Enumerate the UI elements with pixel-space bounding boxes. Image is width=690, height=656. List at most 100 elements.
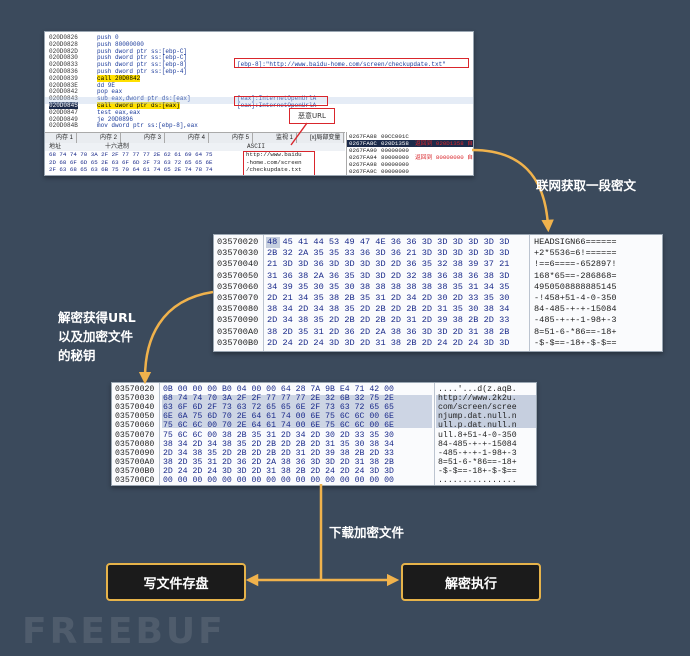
hex-bytes: 34 39 35 30 35 30 38 38 38 38 38 38 35 3…	[267, 281, 510, 292]
disasm-address: 020D082D	[49, 47, 78, 55]
callout-pointer	[290, 122, 308, 146]
hex-ascii: -!458+51-4-0-350	[534, 293, 617, 303]
current-instruction-highlight	[45, 97, 473, 104]
dump-row: 68 74 74 70 3A 2F 2F 77 77 77 2E 62 61 6…	[45, 151, 345, 158]
label-decrypt-line3: 的秘钥	[58, 348, 96, 363]
hex-address: 03570020	[217, 237, 259, 247]
tab-memory-5[interactable]: 内存 5	[229, 133, 254, 143]
stack-row[interactable]: 0267FA90 00000000	[347, 147, 473, 154]
url-comment-box	[234, 58, 469, 68]
tab-memory-4[interactable]: 内存 4	[185, 133, 210, 143]
stack-value: 00000000	[381, 161, 409, 168]
hex-address: 03570060	[217, 281, 259, 292]
disasm-instruction: sub eax,dword ptr ds:[eax]	[97, 95, 191, 103]
disasm-row[interactable]: 020D0830 push dword ptr ss:[ebp-C]	[45, 54, 473, 61]
hex-ascii: com/screen/scree	[438, 403, 517, 413]
hex-ascii: 8=51-6-*86==-18+	[534, 326, 617, 337]
disasm-address: 020D0849	[49, 115, 78, 123]
dump-header: 地址 十六进制 ASCII	[45, 143, 345, 151]
dump-header-hex: 十六进制	[105, 143, 130, 150]
hex-address: 035700B0	[115, 466, 155, 476]
hex-ascii: -$-$==-18+-$-$==	[534, 337, 617, 348]
tab-memory-3[interactable]: 内存 3	[141, 133, 166, 143]
tab-locals[interactable]: [x]局部变量	[307, 133, 345, 143]
hex-ascii: -485-+-+-1-98+-3	[438, 448, 517, 458]
disasm-instruction: push dword ptr ss:[ebp-C]	[97, 54, 188, 62]
stack-value: 00000000	[381, 147, 409, 154]
stack-address: 0267FA90	[349, 147, 377, 154]
hex2-divider-1	[159, 383, 160, 485]
hex-address: 03570020	[115, 385, 155, 394]
save-to-disk-box: 写文件存盘	[106, 563, 246, 601]
hex-bytes: 2D 21 34 35 38 2B 35 31 2D 34 2D 30 2D 3…	[267, 293, 510, 303]
disasm-instruction: push 80000000	[97, 40, 144, 48]
disasm-address: 020D0843	[49, 95, 78, 103]
disasm-instruction: push dword ptr ss:[ebp-4]	[97, 68, 188, 75]
dump-row: 2D 68 6F 6D 65 2E 63 6F 6D 2F 73 63 72 6…	[45, 159, 345, 166]
disasm-address: 020D0826	[49, 34, 78, 41]
hex-bytes: 38 2D 35 31 2D 36 2D 2A 38 36 3D 3D 2D 3…	[163, 457, 394, 467]
hex1-selection	[266, 237, 280, 248]
hex-ascii: 84-485-+-+-15084	[438, 439, 517, 449]
freebuf-watermark: FREEBUF	[22, 611, 226, 652]
hex-address: 035700C0	[115, 476, 155, 485]
decrypt-execute-box: 解密执行	[401, 563, 541, 601]
disasm-address: 020D0830	[49, 54, 78, 62]
hex-address: 03570040	[115, 403, 155, 413]
dump-ascii: /checkupdate.txt	[246, 166, 302, 173]
hex-row: 03570060 34 39 35 30 35 30 38 38 38 38 38…	[214, 282, 662, 293]
hex-ascii: -$-$==-18+-$-$==	[438, 466, 517, 476]
hex-bytes: 63 6F 6D 2F 73 63 72 65 65 6E 2F 73 63 7…	[163, 403, 394, 413]
dump-hex: 2D 68 6F 6D 65 2E 63 6F 6D 2F 73 63 72 6…	[49, 158, 213, 166]
stack-value: 80000000	[381, 154, 409, 161]
hex-bytes: 75 6C 6C 00 70 2E 64 61 74 00 6E 75 6C 6…	[163, 421, 394, 431]
dump-header-ascii: ASCII	[247, 143, 266, 150]
stack-address: 0267FA88	[349, 133, 377, 140]
hex2-bytes-selection	[162, 395, 432, 428]
tab-memory-2[interactable]: 内存 2	[97, 133, 122, 143]
hex-bytes: 21 3D 3D 36 3D 3D 3D 3D 2D 36 35 32 38 3…	[267, 259, 510, 270]
dump-ascii: -home.com/screen	[246, 158, 302, 166]
disasm-instruction: call dword ptr ds:[eax]	[97, 102, 180, 109]
malicious-url-callout: 恶意URL	[289, 108, 335, 124]
hex-ascii: 168*65==-286868=	[534, 270, 617, 281]
hex-bytes: 0B 00 00 00 B0 04 00 00 64 28 7A 9B E4 7…	[163, 385, 394, 394]
hex-ascii: http://www.2k2u.	[438, 394, 517, 404]
hex-ascii: -485-+-+-1-98+-3	[534, 315, 617, 326]
label-fetch-ciphertext: 联网获取一段密文	[536, 178, 637, 193]
dump-hex: 2F 63 68 65 63 6B 75 70 64 61 74 65 2E 7…	[49, 166, 213, 173]
hex-ascii: ull.p.dat.null.n	[438, 421, 517, 431]
hex-ascii: ....'...d(z.aqB.	[438, 385, 517, 394]
tab-memory-1[interactable]: 内存 1	[53, 133, 78, 143]
hex-bytes: 38 34 2D 34 38 35 2D 2B 2D 2B 2D 31 35 3…	[163, 439, 394, 449]
dump-url-box	[243, 151, 315, 175]
